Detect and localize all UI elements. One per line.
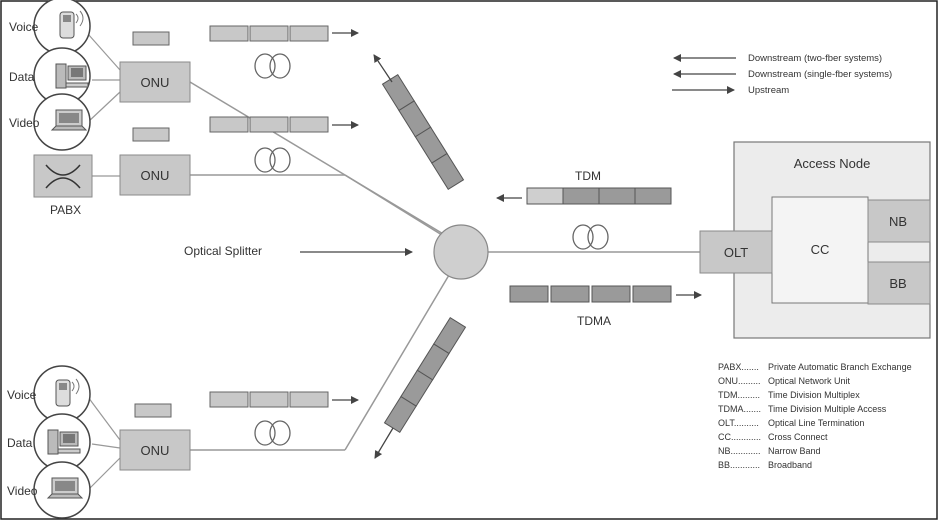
nb-label: NB (889, 214, 907, 229)
device-video-bottom: Video (7, 461, 91, 519)
arrow-lower-strip (374, 427, 394, 459)
device-voice-bottom: Voice (7, 365, 91, 423)
data-label-bottom: Data (7, 436, 33, 450)
diagonal-packets-lower (383, 316, 467, 434)
fiber-onu1 (189, 81, 451, 239)
video-label: Video (9, 116, 40, 130)
device-video-top: Video (9, 93, 91, 151)
glossary-definition: Broadband (768, 460, 812, 470)
laptop-icon (46, 477, 84, 499)
tdm-label: TDM (575, 169, 601, 183)
device-data-bottom: Data (7, 413, 91, 471)
direction-legend: Downstream (two-fber systems) Downstream… (672, 53, 892, 96)
packet-row-3 (209, 391, 359, 408)
access-node-title: Access Node (794, 156, 871, 171)
voice-label: Voice (9, 20, 39, 34)
arrow-upper-strip (373, 54, 393, 83)
legend-downstream-two: Downstream (two-fber systems) (748, 53, 882, 64)
packet-row-1 (209, 25, 359, 42)
glossary-definition: Cross Connect (768, 432, 828, 442)
fiber-lines (189, 81, 700, 451)
tdma-label: TDMA (577, 314, 611, 328)
onu-label: ONU (141, 168, 170, 183)
coil-2 (254, 147, 291, 173)
glossary-definition: Time Division Multiple Access (768, 404, 887, 414)
device-voice-top: Voice (9, 0, 91, 55)
onu-packets (132, 31, 172, 418)
glossary: PABX....... Private Automatic Branch Exc… (718, 362, 912, 470)
glossary-term: PABX....... (718, 362, 759, 372)
olt-label: OLT (724, 245, 748, 260)
splitter-label: Optical Splitter (184, 244, 262, 258)
glossary-definition: Optical Line Termination (768, 418, 864, 428)
pabx: PABX (33, 154, 93, 217)
bb-label: BB (889, 276, 906, 291)
computer-icon (47, 429, 81, 455)
diagonal-packets-upper (381, 73, 465, 191)
computer-icon (55, 63, 89, 89)
glossary-term: CC............ (718, 432, 761, 442)
device-data-top: Data (9, 47, 91, 105)
phone-icon (59, 10, 84, 39)
pabx-icon (45, 164, 81, 189)
coil-3 (254, 420, 291, 446)
phone-icon (55, 378, 80, 407)
glossary-term: OLT.......... (718, 418, 759, 428)
fiber-onu3b (344, 269, 453, 451)
glossary-term: NB............ (718, 446, 761, 456)
glossary-definition: Private Automatic Branch Exchange (768, 362, 912, 372)
laptop-icon (50, 109, 88, 131)
access-node: Access Node CC NB BB OLT (699, 141, 931, 339)
glossary-definition: Narrow Band (768, 446, 821, 456)
legend-downstream-single: Downstream (single-fber systems) (748, 69, 892, 80)
glossary-term: BB............ (718, 460, 760, 470)
data-label: Data (9, 70, 35, 84)
glossary-term: ONU......... (718, 376, 761, 386)
onu-1: ONU (119, 61, 191, 103)
glossary-term: TDMA....... (718, 404, 761, 414)
glossary-definition: Time Division Multiplex (768, 390, 860, 400)
legend-upstream: Upstream (748, 85, 789, 96)
onu-3: ONU (119, 429, 191, 471)
device-links-top (87, 33, 121, 491)
tdm-row: TDM (496, 169, 672, 205)
coil-olt (572, 224, 609, 250)
glossary-definition: Optical Network Unit (768, 376, 851, 386)
coil-1 (254, 53, 291, 79)
fiber-coils (254, 53, 609, 446)
onu-label: ONU (141, 443, 170, 458)
optical-splitter: Optical Splitter (184, 224, 489, 280)
voice-label-bottom: Voice (7, 388, 37, 402)
onu-2: ONU (119, 154, 191, 196)
video-label-bottom: Video (7, 484, 38, 498)
packet-row-2 (209, 116, 359, 133)
fiber-onu2b (344, 174, 451, 241)
cc-label: CC (811, 242, 830, 257)
pabx-label: PABX (50, 203, 81, 217)
glossary-term: TDM......... (718, 390, 760, 400)
tdma-row: TDMA (509, 285, 702, 328)
onu-label: ONU (141, 75, 170, 90)
